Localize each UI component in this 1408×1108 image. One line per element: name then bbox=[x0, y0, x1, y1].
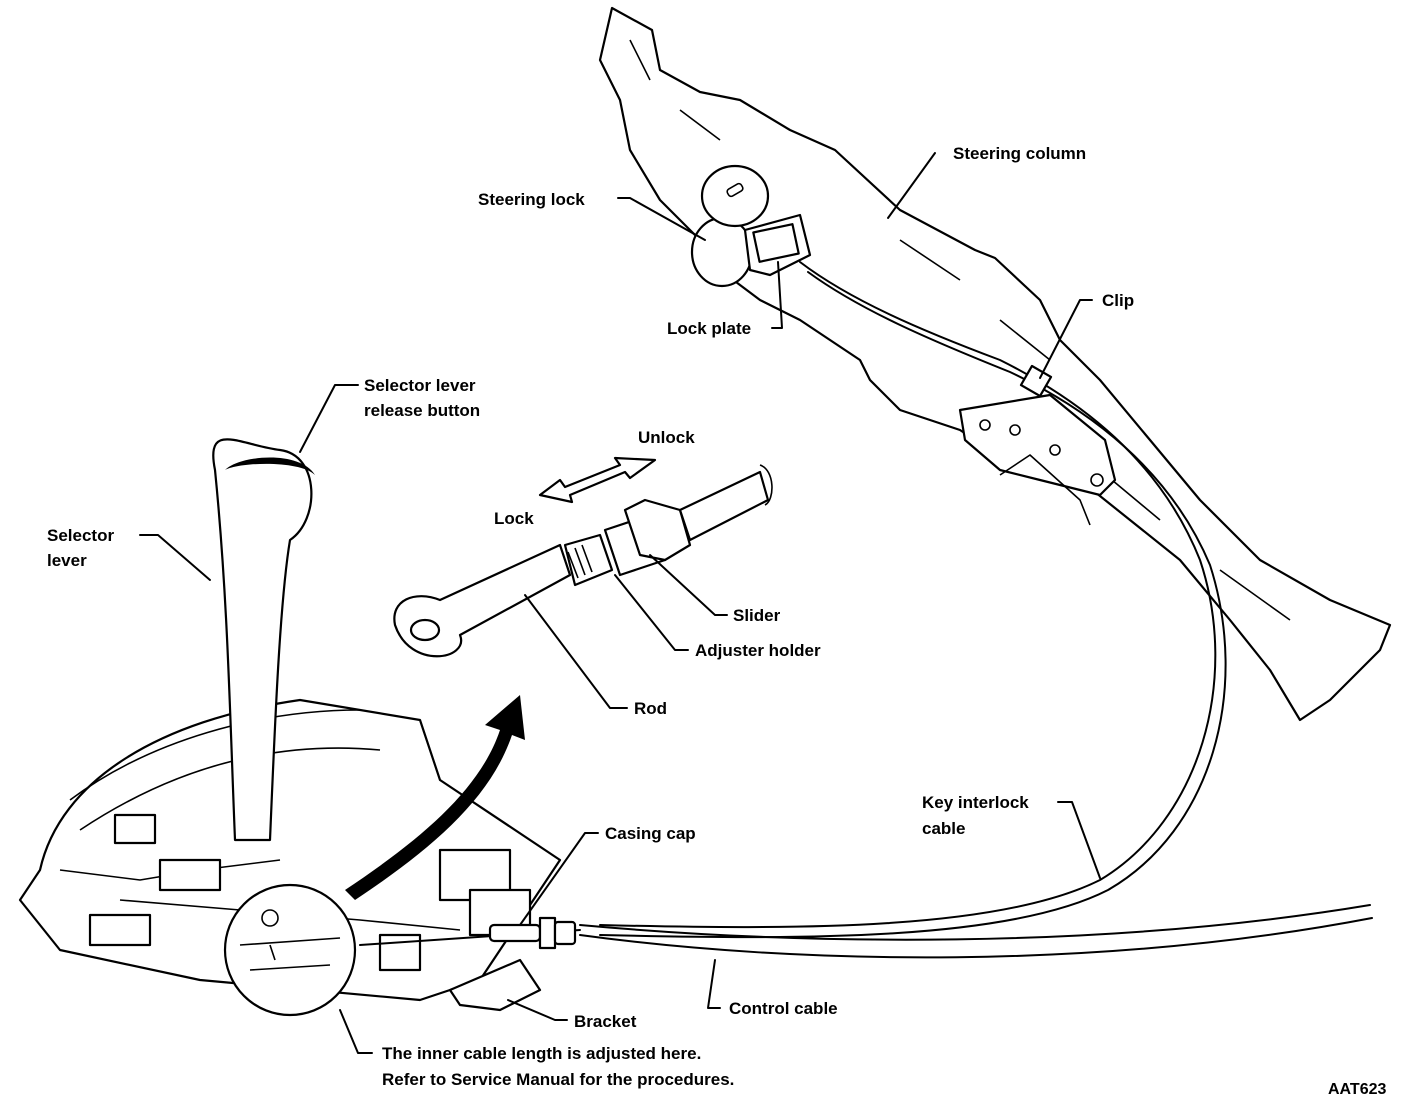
label-slider: Slider bbox=[733, 606, 781, 625]
steering-column bbox=[598, 6, 1392, 722]
label-lock-plate: Lock plate bbox=[667, 319, 751, 338]
curved-arrow bbox=[345, 695, 525, 900]
rod-detail bbox=[393, 464, 773, 658]
label-lock: Lock bbox=[494, 509, 534, 528]
label-selector-release-line2: release button bbox=[364, 401, 480, 420]
lock-unlock-arrow bbox=[538, 456, 657, 504]
clip bbox=[1019, 364, 1053, 398]
label-control-cable: Control cable bbox=[729, 999, 838, 1018]
figure-code: AAT623 bbox=[1328, 1081, 1386, 1098]
label-selector-lever-line1: Selector bbox=[47, 526, 114, 545]
leader-lines bbox=[139, 152, 1101, 1054]
bracket bbox=[448, 958, 542, 1012]
label-key-interlock-line2: cable bbox=[922, 819, 965, 838]
label-adjuster-holder: Adjuster holder bbox=[695, 641, 821, 660]
key-interlock-cable bbox=[599, 261, 1227, 939]
slider bbox=[623, 498, 692, 562]
label-steering-column: Steering column bbox=[953, 144, 1086, 163]
label-bracket: Bracket bbox=[574, 1012, 637, 1031]
label-casing-cap: Casing cap bbox=[605, 824, 696, 843]
label-key-interlock-line1: Key interlock bbox=[922, 793, 1029, 812]
label-unlock: Unlock bbox=[638, 428, 695, 447]
casing-cap bbox=[359, 916, 581, 950]
label-steering-lock: Steering lock bbox=[478, 190, 585, 209]
label-rod: Rod bbox=[634, 699, 667, 718]
column-bracket bbox=[958, 393, 1117, 526]
steering-lock bbox=[690, 164, 812, 288]
label-selector-lever-line2: lever bbox=[47, 551, 87, 570]
note-line2: Refer to Service Manual for the procedur… bbox=[382, 1070, 734, 1089]
selector-lever-assembly bbox=[18, 438, 562, 1002]
control-cable bbox=[579, 904, 1373, 959]
selector-lever bbox=[212, 438, 313, 842]
label-clip: Clip bbox=[1102, 291, 1134, 310]
labels: Steering column Steering lock Lock plate… bbox=[47, 144, 1386, 1098]
label-selector-release-line1: Selector lever bbox=[364, 376, 476, 395]
note-line1: The inner cable length is adjusted here. bbox=[382, 1044, 701, 1063]
detail-circle bbox=[223, 883, 357, 1017]
